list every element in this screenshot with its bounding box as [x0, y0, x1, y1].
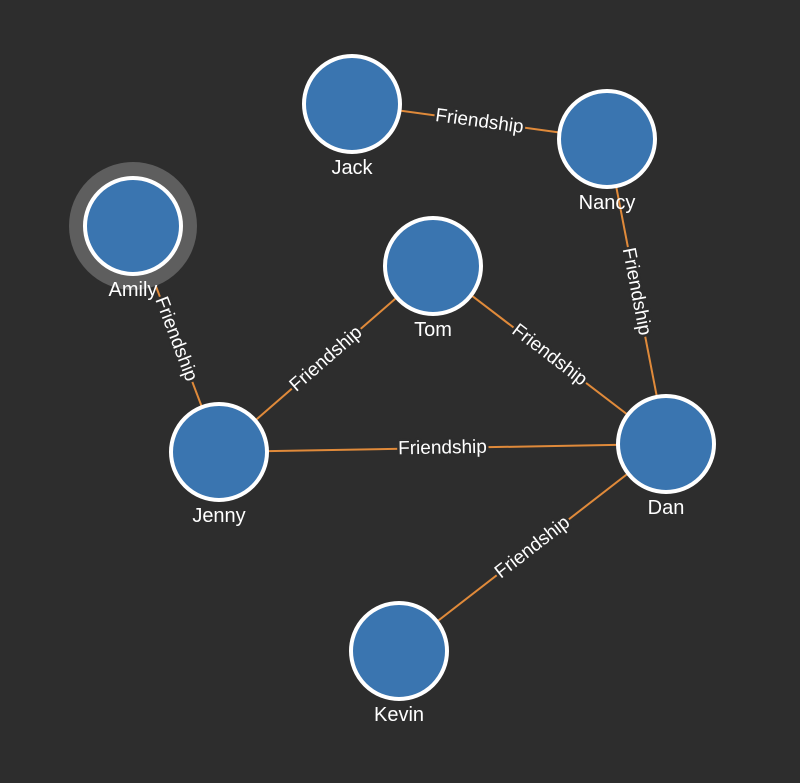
node-circle[interactable] — [302, 54, 402, 154]
node-circle[interactable] — [383, 216, 483, 316]
node-label: Kevin — [374, 704, 424, 726]
edge-jenny-dan[interactable]: Friendship — [218, 434, 667, 462]
node-circle[interactable] — [349, 601, 449, 701]
edge-label: Friendship — [618, 246, 655, 337]
node-amily[interactable]: Amily — [69, 162, 197, 301]
edge-line[interactable] — [398, 443, 667, 652]
edge-label: Friendship — [434, 105, 525, 138]
edge-line[interactable] — [218, 443, 667, 453]
node-circle[interactable] — [616, 394, 716, 494]
node-label: Amily — [109, 279, 158, 301]
edge-label: Friendship — [398, 437, 487, 460]
edge-line[interactable] — [606, 138, 667, 445]
node-label: Dan — [648, 497, 685, 519]
node-kevin[interactable]: Kevin — [349, 601, 449, 726]
node-label: Tom — [414, 319, 452, 341]
node-circle[interactable] — [169, 402, 269, 502]
edge-label: Friendship — [491, 512, 574, 583]
node-jack[interactable]: Jack — [302, 54, 402, 179]
node-label: Jack — [331, 157, 373, 179]
node-label: Nancy — [579, 192, 636, 214]
node-circle[interactable] — [557, 89, 657, 189]
edge-label: Friendship — [286, 322, 367, 396]
edge-label: Friendship — [508, 320, 591, 391]
edge-dan-kevin[interactable]: Friendship — [398, 443, 667, 652]
node-dan[interactable]: Dan — [616, 394, 716, 519]
node-circle[interactable] — [83, 176, 183, 276]
node-label: Jenny — [192, 505, 245, 527]
node-jenny[interactable]: Jenny — [169, 402, 269, 527]
node-nancy[interactable]: Nancy — [557, 89, 657, 214]
node-tom[interactable]: Tom — [383, 216, 483, 341]
edge-label: Friendship — [150, 294, 201, 384]
